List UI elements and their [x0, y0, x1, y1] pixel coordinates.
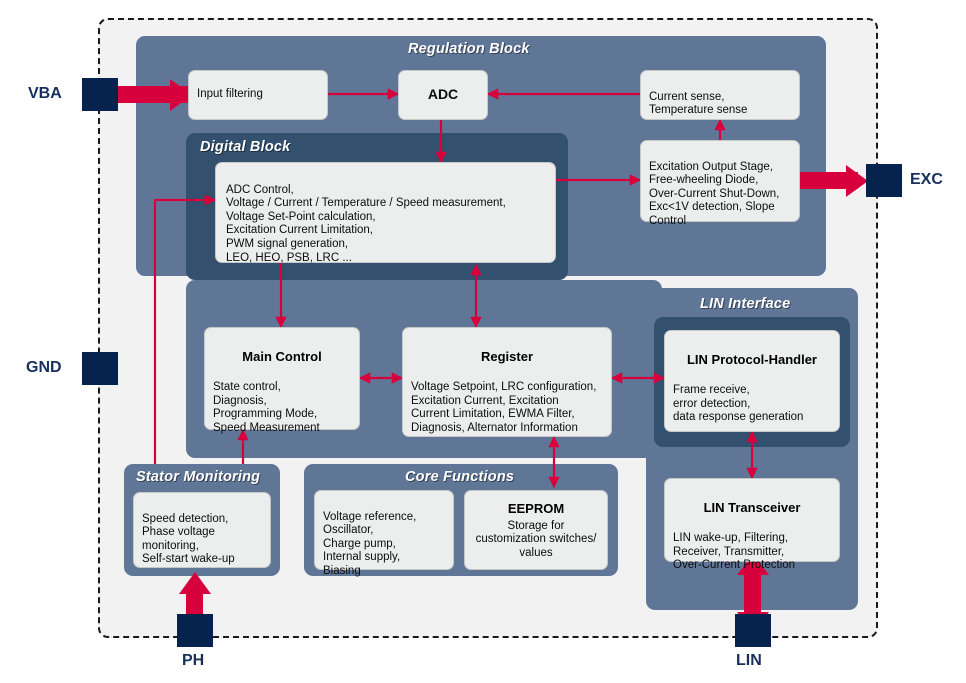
block-eeprom-title: EEPROM	[507, 500, 565, 516]
pin-exc-pad[interactable]	[866, 164, 902, 197]
block-adc[interactable]: ADC	[398, 70, 488, 120]
group-regulation-block-title: Regulation Block	[408, 41, 530, 57]
block-digital-block-content[interactable]: ADC Control, Voltage / Current / Tempera…	[215, 162, 556, 264]
block-core-functions-content[interactable]: Voltage reference, Oscillator, Charge pu…	[314, 490, 454, 577]
block-excitation-output-stage-body: Excitation Output Stage, Free-wheeling D…	[649, 160, 780, 227]
arrow-vba-in	[100, 86, 188, 103]
block-stator-monitoring-content[interactable]: Speed detection, Phase voltage monitorin…	[133, 492, 271, 568]
block-core-functions-content-body: Voltage reference, Oscillator, Charge pu…	[323, 510, 417, 577]
block-stator-monitoring-content-body: Speed detection, Phase voltage monitorin…	[142, 512, 235, 566]
block-lin-transceiver-title: LIN Transceiver	[703, 499, 801, 515]
arrow-ph-up-head	[179, 572, 211, 594]
pin-ph-pad[interactable]	[177, 614, 213, 647]
group-stator-monitoring-title: Stator Monitoring	[136, 469, 261, 485]
block-excitation-output-stage[interactable]: Excitation Output Stage, Free-wheeling D…	[640, 140, 800, 227]
block-main-control-body: State control, Diagnosis, Programming Mo…	[213, 381, 320, 434]
pin-gnd-label: GND	[26, 359, 62, 376]
pin-vba-label: VBA	[28, 85, 62, 102]
block-main-control-title: Main Control	[242, 348, 322, 364]
block-eeprom[interactable]: EEPROM Storage for customization switche…	[464, 490, 608, 570]
block-lin-transceiver-body: LIN wake-up, Filtering, Receiver, Transm…	[673, 532, 796, 572]
block-adc-title: ADC	[427, 86, 459, 103]
block-lin-protocol-handler[interactable]: LIN Protocol-Handler Frame receive, erro…	[664, 330, 840, 432]
pin-exc-label: EXC	[910, 171, 943, 188]
block-current-temp-sense-body: Current sense, Temperature sense	[649, 90, 748, 117]
block-eeprom-body: Storage for customization switches/ valu…	[475, 519, 597, 559]
arrow-vba-in-head	[170, 79, 192, 111]
pin-gnd-pad[interactable]	[82, 352, 118, 385]
group-lin-interface-title: LIN Interface	[700, 296, 791, 312]
arrow-exc-out-head	[846, 165, 868, 197]
group-core-functions-title: Core Functions	[405, 469, 515, 485]
block-input-filtering[interactable]: Input filtering	[188, 70, 328, 120]
block-register-title: Register	[480, 348, 534, 364]
group-digital-block-title: Digital Block	[200, 139, 291, 155]
block-lin-protocol-handler-body: Frame receive, error detection, data res…	[673, 384, 804, 424]
pin-vba-pad[interactable]	[82, 78, 118, 111]
arrow-exc-out	[798, 172, 858, 189]
block-digital-block-content-body: ADC Control, Voltage / Current / Tempera…	[226, 183, 506, 264]
block-main-control[interactable]: Main Control State control, Diagnosis, P…	[204, 327, 360, 434]
block-lin-transceiver[interactable]: LIN Transceiver LIN wake-up, Filtering, …	[664, 478, 840, 571]
block-input-filtering-body: Input filtering	[197, 88, 263, 101]
pin-lin-label: LIN	[736, 652, 762, 669]
block-current-temp-sense[interactable]: Current sense, Temperature sense	[640, 70, 800, 120]
pin-lin-pad[interactable]	[735, 614, 771, 647]
pin-ph-label: PH	[182, 652, 205, 669]
block-register-body: Voltage Setpoint, LRC configuration, Exc…	[411, 381, 597, 434]
block-register[interactable]: Register Voltage Setpoint, LRC configura…	[402, 327, 612, 437]
block-lin-protocol-handler-title: LIN Protocol-Handler	[686, 351, 817, 367]
arrow-lin-bidi	[744, 570, 761, 618]
